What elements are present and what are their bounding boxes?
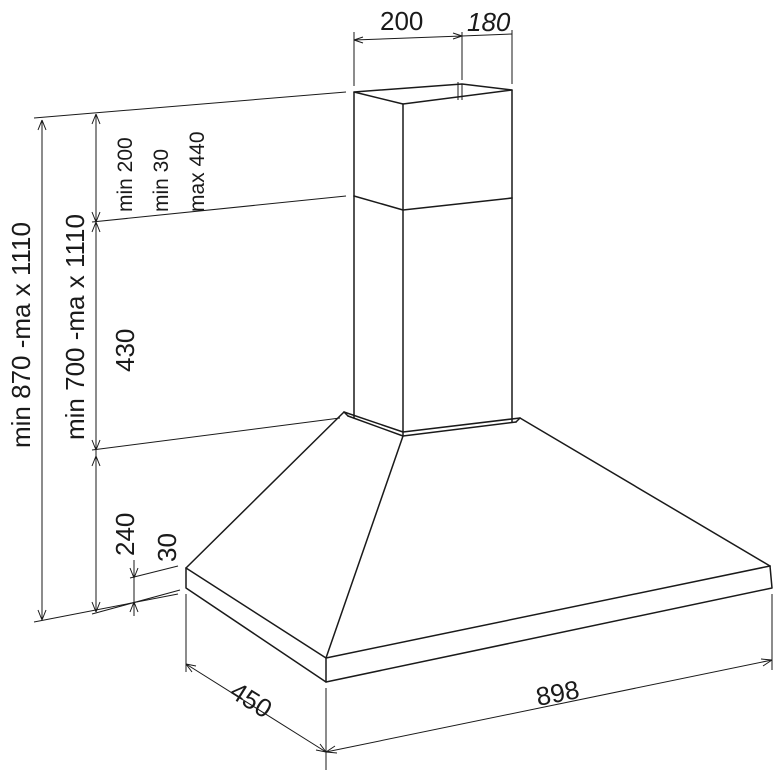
bottom-dimensions: 450 898 xyxy=(185,594,773,770)
dim-chimney-overlap: min 200 xyxy=(114,137,137,212)
chimney-upper-top xyxy=(353,83,513,105)
dim-chimney-height: 430 xyxy=(110,329,140,372)
canopy-left-edge xyxy=(185,411,345,569)
dim-chimney-depth: 180 xyxy=(467,7,511,37)
dim-height-range: min 700 -ma x 1110 xyxy=(60,214,90,440)
chimney-base xyxy=(347,415,517,437)
canopy xyxy=(185,411,773,683)
canopy-right-edge xyxy=(519,417,771,567)
dim-rim-height: 30 xyxy=(152,533,182,562)
top-dimensions: 200 180 xyxy=(353,6,513,86)
chimney-joint xyxy=(353,195,513,211)
dim-chimney-gap-max: max 440 xyxy=(186,131,209,212)
dim-chimney-width: 200 xyxy=(380,6,423,36)
canopy-front-edge xyxy=(325,435,404,659)
dim-canopy-height: 240 xyxy=(110,513,140,556)
left-dimensions: min 870 -ma x 1110 min 700 -ma x 1110 mi… xyxy=(6,91,347,623)
dim-total-height: min 870 -ma x 1110 xyxy=(6,222,36,448)
dim-chimney-gap-min: min 30 xyxy=(150,149,173,212)
chimney xyxy=(347,82,517,437)
dim-hood-width: 898 xyxy=(533,674,581,712)
canopy-rim-top xyxy=(185,565,771,659)
